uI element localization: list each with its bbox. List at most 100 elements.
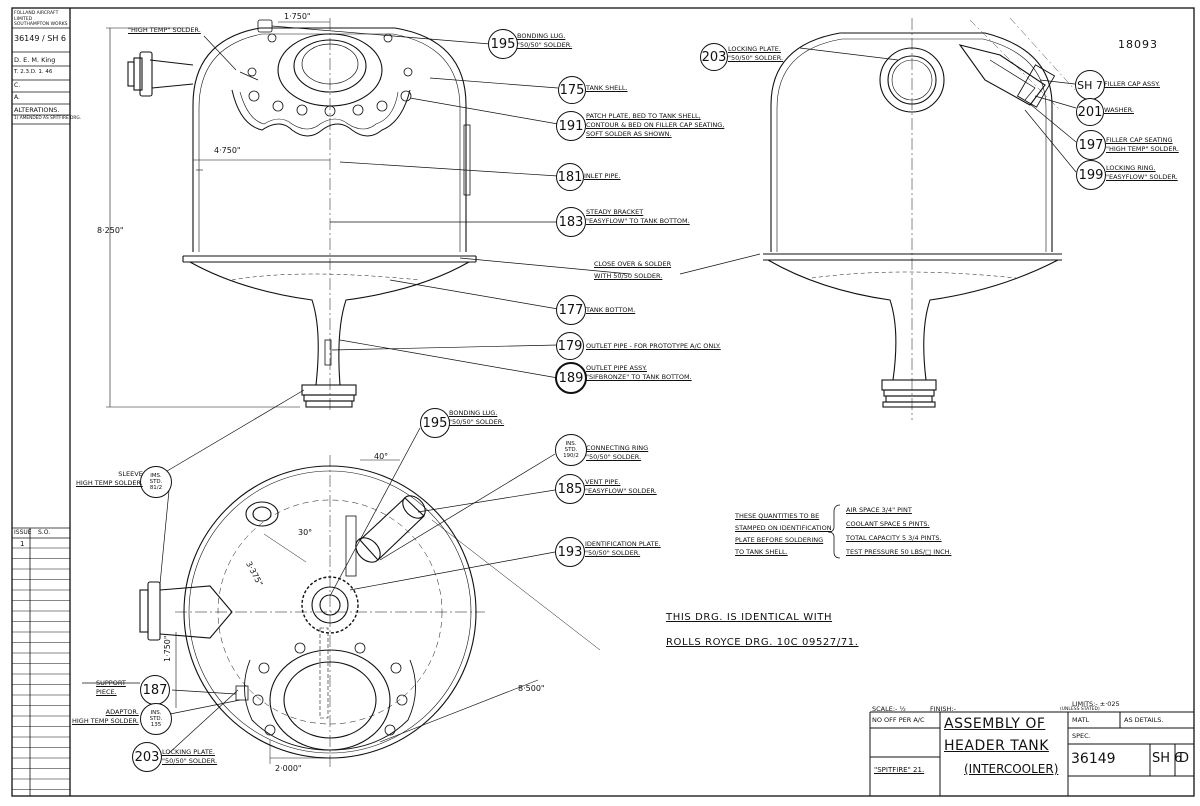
side-shell bbox=[770, 32, 1053, 252]
callout-line: IDENTIFICATION PLATE. bbox=[585, 540, 661, 548]
sidebar-issue: ISSUE bbox=[14, 529, 32, 536]
std-part-bubble-sleeve: IMS.STD.81/2 bbox=[140, 466, 172, 498]
front-elevation bbox=[106, 18, 477, 410]
callout-bubble-179: 179 bbox=[556, 332, 584, 360]
sidebar-checked: C. bbox=[14, 82, 21, 89]
dim-8500: 8·500" bbox=[518, 684, 545, 693]
std-part-text-ins190: CONNECTING RING"50/50" SOLDER. bbox=[586, 444, 648, 462]
title-block-grid bbox=[869, 711, 1194, 796]
callout-line: HIGH TEMP SOLDER. bbox=[76, 479, 143, 487]
sidebar-grid bbox=[12, 27, 70, 796]
callout-bubble-183: 183 bbox=[556, 207, 586, 237]
callout-line: LOCKING PLATE. bbox=[162, 748, 215, 756]
plan-vent-pipe bbox=[359, 497, 425, 561]
callout-line: VENT PIPE. bbox=[585, 478, 621, 486]
note-line: TO TANK SHELL. bbox=[735, 548, 788, 556]
callout-text-201: WASHER. bbox=[1104, 106, 1134, 114]
callout-text-199: LOCKING RING."EASYFLOW" SOLDER. bbox=[1106, 164, 1178, 182]
note-line: STAMPED ON IDENTIFICATION bbox=[735, 524, 832, 532]
callout-line: "EASYFLOW" TO TANK BOTTOM. bbox=[586, 217, 690, 225]
callout-text-197: FILLER CAP SEATING"HIGH TEMP" SOLDER. bbox=[1106, 136, 1179, 154]
callout-line: FILLER CAP SEATING bbox=[1106, 136, 1173, 144]
sidebar-so: S.O. bbox=[38, 529, 51, 536]
callout-line: "50/50" SOLDER. bbox=[449, 418, 505, 426]
callout-line: "50/50" SOLDER. bbox=[585, 549, 641, 557]
callout-line: ADAPTOR. bbox=[105, 708, 139, 716]
callout-line: HIGH TEMP SOLDER. bbox=[72, 717, 139, 725]
callout-bubble-199: 199 bbox=[1076, 160, 1106, 190]
callout-line: "SIFBRONZE" TO TANK BOTTOM. bbox=[586, 373, 692, 381]
callout-bubble-203-top: 203 bbox=[700, 43, 728, 71]
sidebar-traced: T. 2.3.D. 1. 46 bbox=[14, 69, 53, 75]
side-elevation bbox=[763, 17, 1076, 420]
callout-bubble-181: 181 bbox=[556, 163, 584, 191]
callout-bubble-197: 197 bbox=[1076, 130, 1106, 160]
tb-limits-sub: (UNLESS STATED) bbox=[1060, 707, 1100, 712]
callout-text-195: BONDING LUG."50/50" SOLDER. bbox=[517, 32, 572, 50]
dim-40deg: 40° bbox=[374, 452, 389, 461]
callout-text-177: TANK BOTTOM. bbox=[586, 306, 636, 314]
callout-line: STEADY BRACKET bbox=[586, 208, 644, 216]
callout-line: LOCKING RING. bbox=[1106, 164, 1156, 172]
tb-as-details: AS DETAILS. bbox=[1124, 716, 1164, 724]
sidebar-drg-no: 36149 / SH 6 bbox=[14, 34, 66, 43]
note-line: AIR SPACE 3/4" PINT bbox=[846, 506, 912, 514]
callout-text-181: INLET PIPE. bbox=[584, 172, 621, 180]
company-line: SOUTHAMPTON WORKS bbox=[14, 22, 68, 27]
plan-inlet bbox=[159, 585, 233, 639]
tb-drg-no: 36149 bbox=[1071, 751, 1116, 767]
callout-bubble-175: 175 bbox=[558, 76, 586, 104]
tb-project: "SPITFIRE" 21. bbox=[874, 766, 925, 774]
tb-title-1: ASSEMBLY OF bbox=[944, 716, 1046, 732]
patch-plate bbox=[231, 89, 411, 137]
sidebar-alteration-1: 1) AMENDED AS SPITFIRE DRG. bbox=[14, 116, 82, 121]
tb-sheet: SH 6 bbox=[1152, 751, 1183, 766]
sidebar-approved: A. bbox=[14, 94, 20, 101]
callout-text-195-plan: BONDING LUG."50/50" SOLDER. bbox=[449, 409, 504, 427]
callout-bubble-203-plan: 203 bbox=[132, 742, 162, 772]
plan-view bbox=[139, 455, 601, 770]
callout-line: "EASYFLOW" SOLDER. bbox=[1106, 173, 1178, 181]
callout-line: CONNECTING RING bbox=[586, 444, 649, 452]
std-part-bubble-ins190: INS.STD.190/2 bbox=[555, 434, 587, 466]
tb-matl: MATL bbox=[1072, 716, 1090, 724]
callout-line: PATCH PLATE, BED TO TANK SHELL, bbox=[586, 112, 701, 120]
std-line: STD. bbox=[564, 447, 578, 453]
leader-lines bbox=[82, 25, 1077, 755]
sidebar-company: FOLLAND AIRCRAFT LIMITED SOUTHAMPTON WOR… bbox=[14, 11, 68, 28]
callout-text-191: PATCH PLATE, BED TO TANK SHELL,CONTOUR &… bbox=[586, 112, 724, 139]
sheet-number: SH 6 bbox=[47, 34, 66, 43]
quantity-brace bbox=[827, 504, 841, 559]
sidebar-drawn: D. E. M. King bbox=[14, 56, 56, 64]
company-line: FOLLAND AIRCRAFT bbox=[14, 11, 59, 16]
callout-line: "50/50" SOLDER. bbox=[586, 453, 642, 461]
tank-bottom bbox=[189, 261, 319, 386]
callout-line: PIECE. bbox=[96, 688, 117, 696]
std-line: INS. bbox=[565, 441, 577, 447]
note-identical-2: ROLLS ROYCE DRG. 10C 09527/71. bbox=[666, 637, 859, 648]
std-line: 190/2 bbox=[563, 453, 579, 459]
callout-line: "50/50" SOLDER. bbox=[162, 757, 218, 765]
callout-text-185: VENT PIPE."EASYFLOW" SOLDER. bbox=[585, 478, 657, 496]
dim-1750-top: 1·750" bbox=[284, 12, 311, 21]
note-line: TEST PRESSURE 50 LBS/□ INCH. bbox=[846, 548, 952, 556]
sheet-border bbox=[11, 7, 1195, 797]
callout-bubble-195-plan: 195 bbox=[420, 408, 450, 438]
std-line: 81/2 bbox=[149, 485, 163, 491]
tb-limits: LIMITS:- ±·025 bbox=[1072, 700, 1120, 708]
tank-shell-outline bbox=[192, 27, 467, 252]
callout-bubble-201: 201 bbox=[1076, 98, 1104, 126]
note-line: THESE QUANTITIES TO BE bbox=[735, 512, 820, 520]
note-identical-1: THIS DRG. IS IDENTICAL WITH bbox=[666, 612, 833, 623]
callout-line: SOFT SOLDER AS SHOWN. bbox=[586, 130, 672, 138]
callout-text-sh7: FILLER CAP ASSY. bbox=[1104, 80, 1160, 88]
inlet-pipe-front bbox=[149, 59, 194, 89]
callout-line: "50/50" SOLDER. bbox=[517, 41, 573, 49]
sidebar-alterations: ALTERATIONS. bbox=[14, 106, 60, 114]
tb-title-2: HEADER TANK bbox=[944, 738, 1049, 754]
callout-line: CONTOUR & BED ON FILLER CAP SEATING, bbox=[586, 121, 725, 129]
